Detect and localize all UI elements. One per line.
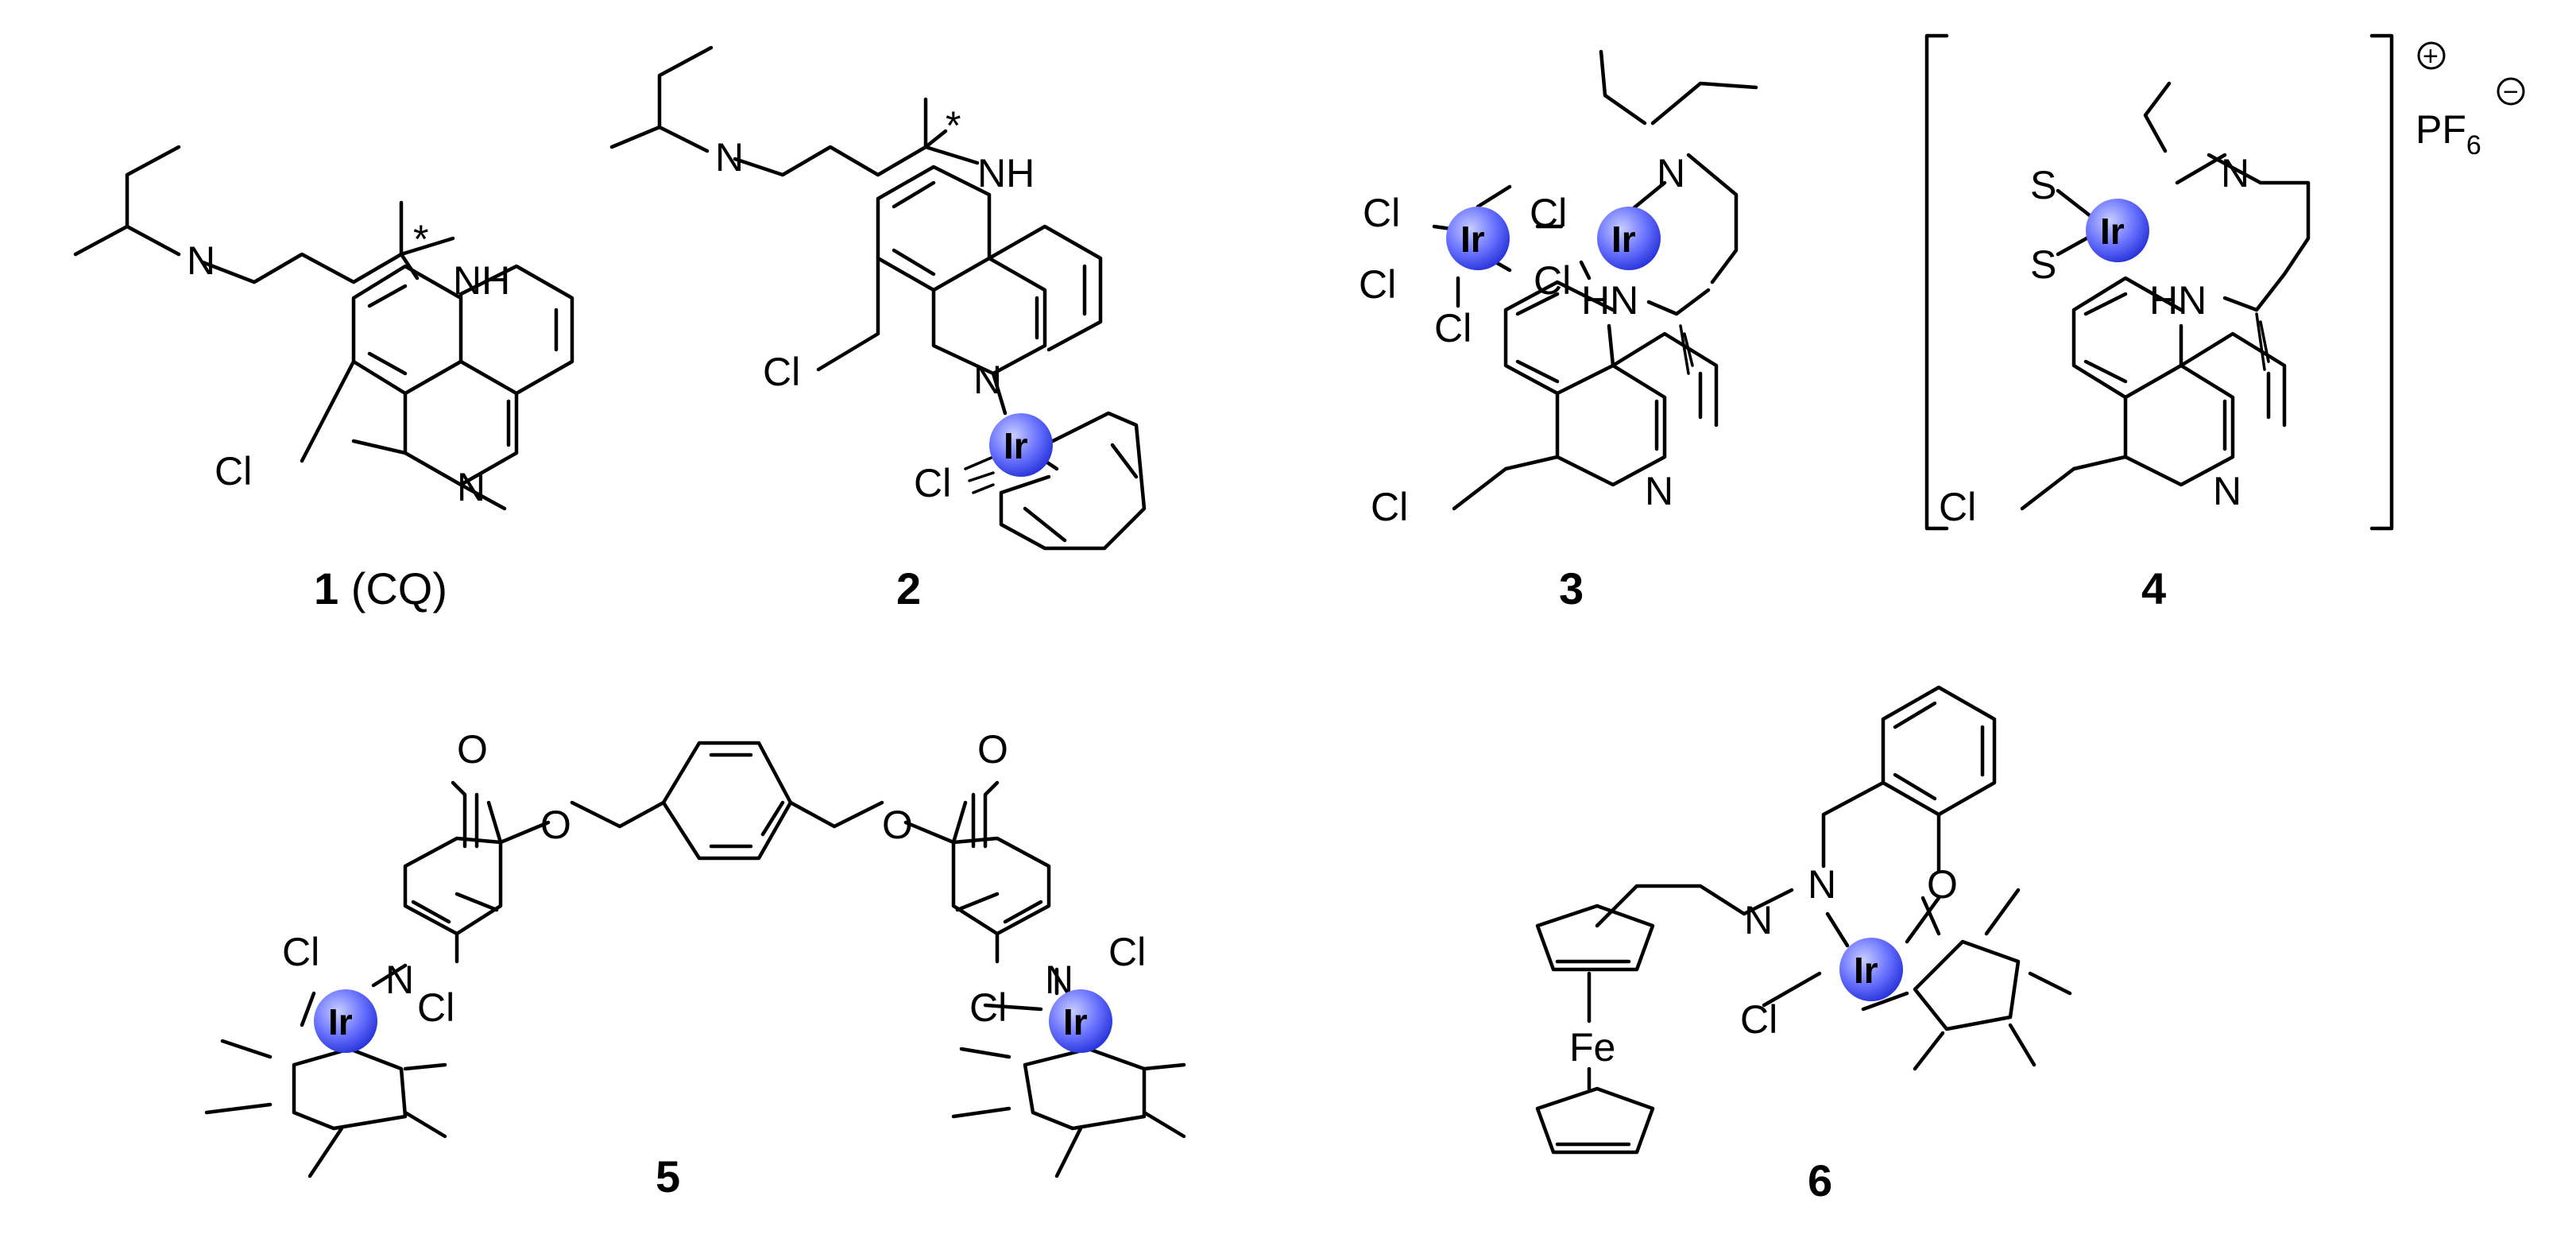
chloro-label: Cl — [969, 985, 1007, 1030]
ir-label: Ir — [328, 1001, 353, 1043]
solvent-s: S — [2030, 242, 2056, 287]
stereo-star: * — [946, 103, 961, 148]
iron-label: Fe — [1569, 1025, 1615, 1070]
ring-n: N — [2213, 469, 2241, 513]
compound-2: N NH * Cl N Cl Ir 2 — [609, 45, 1147, 613]
amine-n: N — [1657, 151, 1685, 195]
carbonyl-o: O — [457, 727, 488, 772]
ring-n: N — [973, 358, 1002, 402]
chloro-label: Cl — [763, 350, 800, 394]
ester-o: O — [882, 803, 913, 847]
iridium-sphere — [1839, 938, 1903, 1001]
chloro-label: Cl — [1359, 262, 1396, 307]
nh-label: NH — [453, 258, 510, 303]
label-compound-2: 2 — [896, 563, 921, 613]
ir-label: Ir — [1004, 425, 1028, 466]
compound-1: N NH * Cl N 1 (CQ) — [73, 145, 574, 613]
cation-charge-icon — [2417, 41, 2446, 70]
ir-label: Ir — [1460, 219, 1485, 260]
minus-sign: − — [2503, 77, 2519, 107]
chloro-label: Cl — [215, 449, 252, 493]
label-compound-1: 1 (CQ) — [314, 563, 447, 613]
chloro-label: Cl — [1434, 306, 1472, 350]
carbonyl-o: O — [977, 727, 1008, 772]
chloro-label: Cl — [1371, 485, 1408, 529]
ir-label: Ir — [1063, 1001, 1088, 1043]
compound-6: O N N Fe Cl Ir 6 — [1535, 685, 2072, 1205]
chloro-label: Cl — [1530, 191, 1567, 235]
label-compound-6: 6 — [1808, 1155, 1832, 1205]
imine-n: N — [1744, 898, 1773, 942]
ir-label: Ir — [1611, 219, 1636, 260]
iridium-sphere — [314, 989, 377, 1053]
iridium-sphere — [1049, 989, 1112, 1053]
ir-chloro-label: Cl — [914, 461, 951, 505]
ir-label: Ir — [2100, 211, 2125, 252]
nh-label: NH — [977, 151, 1035, 195]
chloro-label: Cl — [1939, 485, 1976, 529]
label-compound-4: 4 — [2141, 563, 2166, 613]
hn-label: HN — [2149, 278, 2207, 323]
label-compound-5: 5 — [656, 1151, 680, 1202]
iridium-sphere — [1446, 207, 1510, 270]
phenoxy-o: O — [1927, 862, 1958, 907]
amine-n: N — [715, 135, 744, 180]
chloro-label: Cl — [282, 930, 319, 974]
chloro-label: Cl — [1740, 997, 1777, 1042]
amine-n: N — [187, 238, 215, 283]
chloro-label: Cl — [1108, 930, 1146, 974]
compound-4: S S Ir N HN Cl N PF6 + − 4 — [1924, 33, 2525, 613]
iridium-sphere — [1597, 207, 1661, 270]
chloro-label: Cl — [1534, 258, 1571, 303]
anion-charge-icon — [2497, 77, 2525, 106]
ring-n: N — [385, 958, 414, 1002]
iridium-sphere — [989, 413, 1053, 477]
hydrazone-n: N — [1808, 862, 1836, 907]
amine-n: N — [2221, 151, 2249, 195]
chloro-label: Cl — [417, 985, 454, 1030]
ester-o: O — [540, 803, 571, 847]
label-compound-3: 3 — [1559, 563, 1584, 613]
hn-label: HN — [1581, 278, 1638, 323]
compound-3: Cl Cl Cl Cl Cl Ir Ir N HN Cl N 3 — [1359, 49, 1758, 613]
compound-5: O O O O N N Cl Cl Cl Cl Ir Ir 5 — [204, 727, 1186, 1202]
plus-sign: + — [2423, 41, 2439, 72]
ring-n: N — [457, 465, 485, 509]
iridium-sphere — [2086, 199, 2149, 262]
stereo-star: * — [413, 217, 428, 261]
chloro-label: Cl — [1363, 191, 1400, 235]
ring-n: N — [1645, 469, 1673, 513]
counterion-label: PF6 — [2415, 107, 2481, 161]
solvent-s: S — [2030, 163, 2056, 207]
ir-label: Ir — [1854, 950, 1878, 991]
